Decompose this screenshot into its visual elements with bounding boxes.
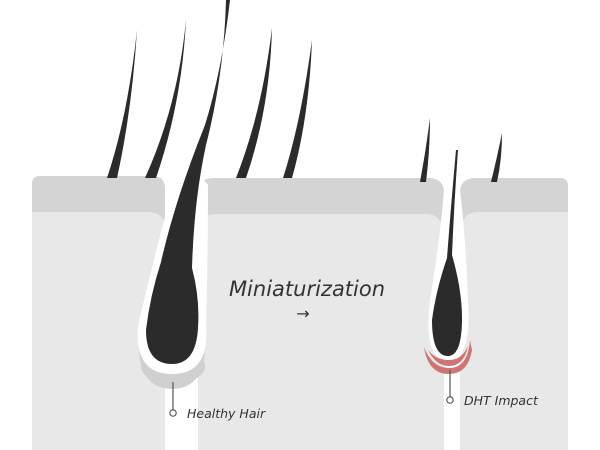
hair-strand [145,20,186,178]
hair-strand [420,118,430,182]
label-healthy-hair: Healthy Hair [187,406,266,421]
skin-block-left [32,176,165,450]
callout-healthy: Healthy Hair [169,382,266,421]
skin-top-band-left [32,176,165,225]
hair-strand [283,40,312,178]
healthy-follicle [137,0,230,389]
skin-block-middle [198,178,444,450]
dht-bulb-cup [424,340,472,374]
callout-dot [446,396,454,404]
skin-top-band-right [460,178,568,228]
dht-follicle [424,150,472,374]
callout-dht: DHT Impact [446,370,539,408]
center-label-miniaturization: Miniaturization [229,277,385,301]
center-arrow: → [296,304,309,323]
skin-layer [32,176,568,450]
skin-top-band-middle [198,178,444,230]
hair-strand [236,28,272,178]
surface-hairs [107,20,502,182]
callout-dot [169,409,177,417]
label-dht-impact: DHT Impact [464,393,539,408]
dht-hair-shaft [432,150,462,356]
healthy-hair-shaft [146,0,230,364]
dht-bulb-cup-fill [428,346,468,366]
hair-strand [491,133,502,182]
hair-strand [107,30,137,178]
skin-block-right [460,178,568,450]
